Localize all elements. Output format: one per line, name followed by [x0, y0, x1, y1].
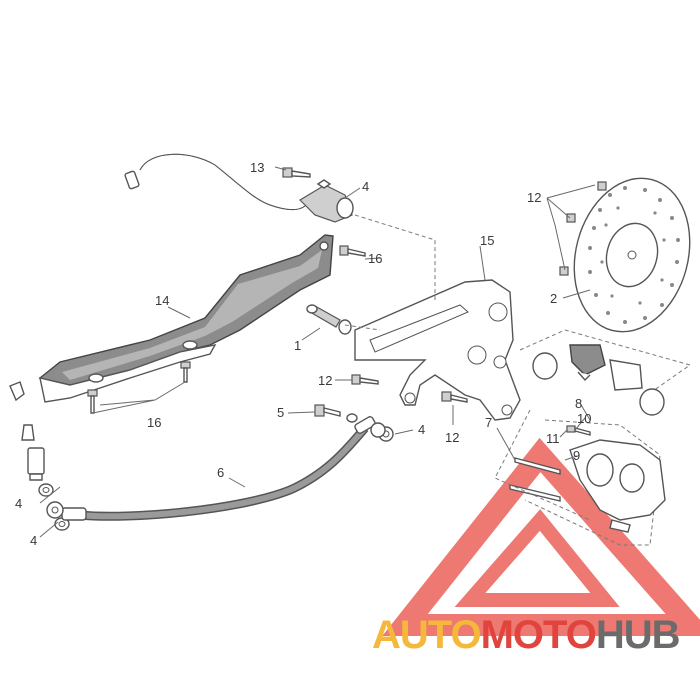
callout-12-disc: 12 — [527, 190, 541, 205]
callout-2: 2 — [550, 291, 557, 306]
watermark-logo-mark — [382, 437, 700, 636]
callout-1: 1 — [294, 338, 301, 353]
watermark-wordmark: AUTOMOTOHUB — [372, 613, 680, 657]
callout-4-left-upper: 4 — [15, 496, 22, 511]
watermark-part-moto: MOTO — [481, 613, 596, 657]
callout-3: 4 — [362, 179, 369, 194]
callout-12-lower: 12 — [445, 430, 459, 445]
callout-10: 10 — [577, 411, 591, 426]
callout-4-right: 4 — [418, 422, 425, 437]
watermark-part-hub: HUB — [596, 613, 680, 657]
screw-16-top — [339, 245, 366, 257]
brake-disc-part — [573, 177, 691, 333]
banjo-bolt-5 — [314, 404, 358, 423]
callout-9: 9 — [573, 448, 580, 463]
callout-12-left: 12 — [318, 373, 332, 388]
screw-16-right — [180, 361, 191, 383]
callout-14: 14 — [155, 293, 169, 308]
watermark-part-auto: AUTO — [372, 613, 481, 657]
callout-16-top: 16 — [368, 251, 382, 266]
callout-13: 13 — [250, 160, 264, 175]
screw-12-lower — [441, 391, 468, 403]
brake-pads-part — [519, 329, 692, 416]
callout-labels: 13 4 15 16 14 1 12 12 5 4 16 4 4 6 12 2 … — [15, 160, 591, 548]
hose-fitting-left — [9, 381, 45, 481]
brake-caliper-part — [524, 419, 666, 546]
callout-5: 5 — [277, 405, 284, 420]
abs-sensor-cable — [124, 153, 306, 211]
callout-7: 7 — [485, 415, 492, 430]
callout-6: 6 — [217, 465, 224, 480]
screw-12-left — [351, 374, 379, 385]
screw-13 — [282, 167, 311, 178]
pin-1 — [306, 304, 352, 335]
assembly-dashed-lines — [344, 214, 591, 521]
callout-11: 11 — [546, 431, 560, 446]
callout-15: 15 — [480, 233, 494, 248]
brake-hose-6 — [46, 416, 386, 521]
callout-8: 8 — [575, 396, 582, 411]
chain-guard-part — [38, 234, 334, 403]
caliper-pins-7 — [509, 457, 561, 502]
abs-sensor-part — [299, 179, 354, 223]
caliper-bracket-part — [354, 279, 521, 421]
screw-16-left — [87, 389, 98, 414]
callout-16-bottom: 16 — [147, 415, 161, 430]
callout-leader-lines — [39, 166, 596, 538]
callout-4-left-lower: 4 — [30, 533, 37, 548]
